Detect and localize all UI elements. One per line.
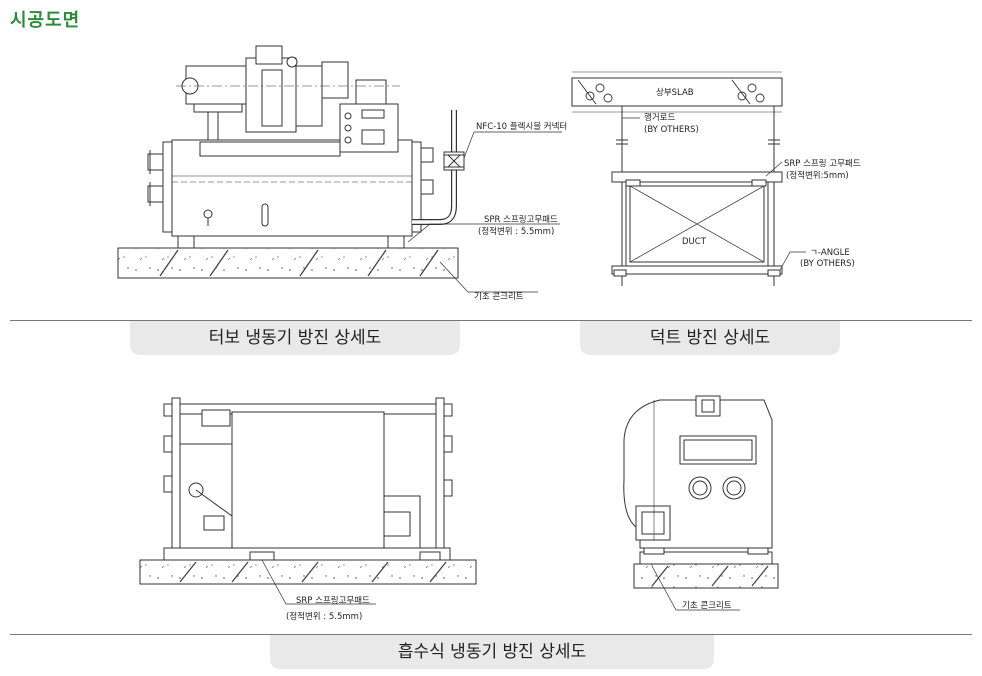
absorption-concrete-label: 기초 콘크리트 — [682, 601, 732, 611]
duct-rod-label: 행거로드 — [644, 112, 675, 123]
turbo-flex-label: NFC-10 플렉시블 커넥터 — [476, 121, 567, 132]
turbo-control-panel — [339, 103, 399, 153]
duct-drawing — [571, 71, 806, 286]
duct-rod-sub: (BY OTHERS) — [644, 125, 699, 135]
turbo-concrete-label: 기초 콘크리트 — [474, 292, 524, 302]
duct-slab — [571, 77, 783, 107]
turbo-chiller-drawing — [117, 45, 562, 293]
turbo-spring-sub: (정적변위 : 5.5mm) — [478, 226, 554, 237]
duct-angle-sub: (BY OTHERS) — [800, 259, 855, 269]
turbo-spring-label: SPR 스프링고무패드 — [484, 214, 558, 225]
duct-body-label: DUCT — [682, 237, 707, 247]
absorption-end-drawing — [623, 395, 779, 611]
duct-angle-label: ㄱ-ANGLE — [810, 248, 850, 258]
absorption-end-concrete — [633, 563, 779, 589]
bottom-section-rule — [10, 634, 972, 635]
turbo-caption: 터보 냉동기 방진 상세도 — [130, 321, 460, 355]
duct-pad-label: SRP 스프링 고무패드 — [784, 158, 861, 169]
turbo-concrete-base — [117, 247, 459, 279]
absorption-drum — [231, 411, 385, 549]
page-title: 시공도면 — [10, 10, 81, 31]
absorption-side-drawing — [139, 397, 477, 605]
duct-caption: 덕트 방진 상세도 — [580, 321, 840, 355]
absorption-concrete-base — [139, 559, 477, 585]
turbo-pad-left — [177, 235, 195, 249]
absorption-pad-sub: (정적변위 : 5.5mm) — [286, 611, 362, 622]
turbo-pad-right — [387, 235, 405, 249]
absorption-pad-label: SRP 스프링고무패드 — [296, 595, 370, 606]
duct-pad-sub: (정적변위:5mm) — [786, 170, 849, 181]
absorption-caption: 흡수식 냉동기 방진 상세도 — [270, 635, 714, 669]
duct-lower-angle — [611, 265, 783, 275]
top-section-rule — [10, 320, 972, 321]
duct-slab-label: 상부SLAB — [656, 87, 694, 98]
